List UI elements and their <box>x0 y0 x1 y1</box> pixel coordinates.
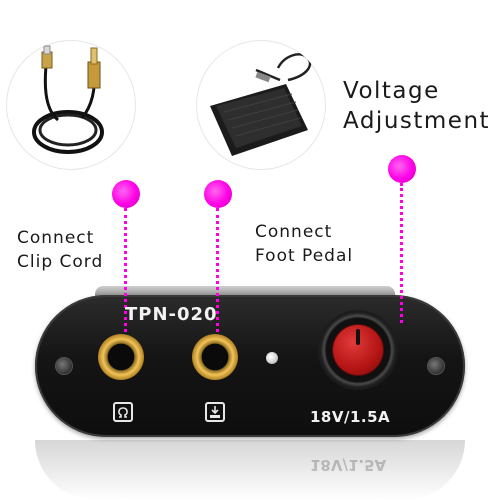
left-screw <box>56 358 72 374</box>
voltage-label-line2: Adjustment <box>343 108 491 134</box>
foot-pedal-leader-line <box>216 208 219 344</box>
voltage-label-line1: Voltage <box>343 78 440 104</box>
clip-cord-callout-dot <box>112 180 140 208</box>
foot-pedal-jack[interactable] <box>192 334 238 380</box>
voltage-rating: 18V/1.5A <box>310 408 391 426</box>
clip-cord-jack[interactable] <box>98 334 144 380</box>
device-reflection <box>35 440 465 500</box>
foot-pedal-thumbnail <box>196 40 326 170</box>
clip-cord-thumbnail <box>6 40 136 170</box>
connect-clip-cord-label: Connect Clip Cord <box>17 226 103 274</box>
clip-cord-image <box>32 45 104 154</box>
clip-label-line2: Clip Cord <box>17 252 104 272</box>
foot-pedal-icon <box>205 402 225 422</box>
rating-reflection: 18V/1.5A <box>310 456 387 474</box>
voltage-callout-dot <box>388 155 416 183</box>
voltage-adjustment-knob[interactable] <box>333 325 383 375</box>
model-number: TPN-020 <box>125 304 218 325</box>
clip-label-line1: Connect <box>17 228 95 248</box>
pedal-label-line1: Connect <box>255 222 333 242</box>
foot-pedal-image <box>210 53 312 156</box>
omega-clip-cord-icon <box>113 402 133 422</box>
clip-cord-leader-line <box>124 208 127 344</box>
foot-pedal-callout-dot <box>204 180 232 208</box>
voltage-leader-line <box>400 183 403 323</box>
pedal-label-line2: Foot Pedal <box>255 246 354 266</box>
voltage-adjustment-label: Voltage Adjustment <box>343 76 490 136</box>
connect-foot-pedal-label: Connect Foot Pedal <box>255 220 353 268</box>
knob-indicator <box>356 329 360 345</box>
power-indicator-led <box>266 352 278 364</box>
right-screw <box>428 358 444 374</box>
